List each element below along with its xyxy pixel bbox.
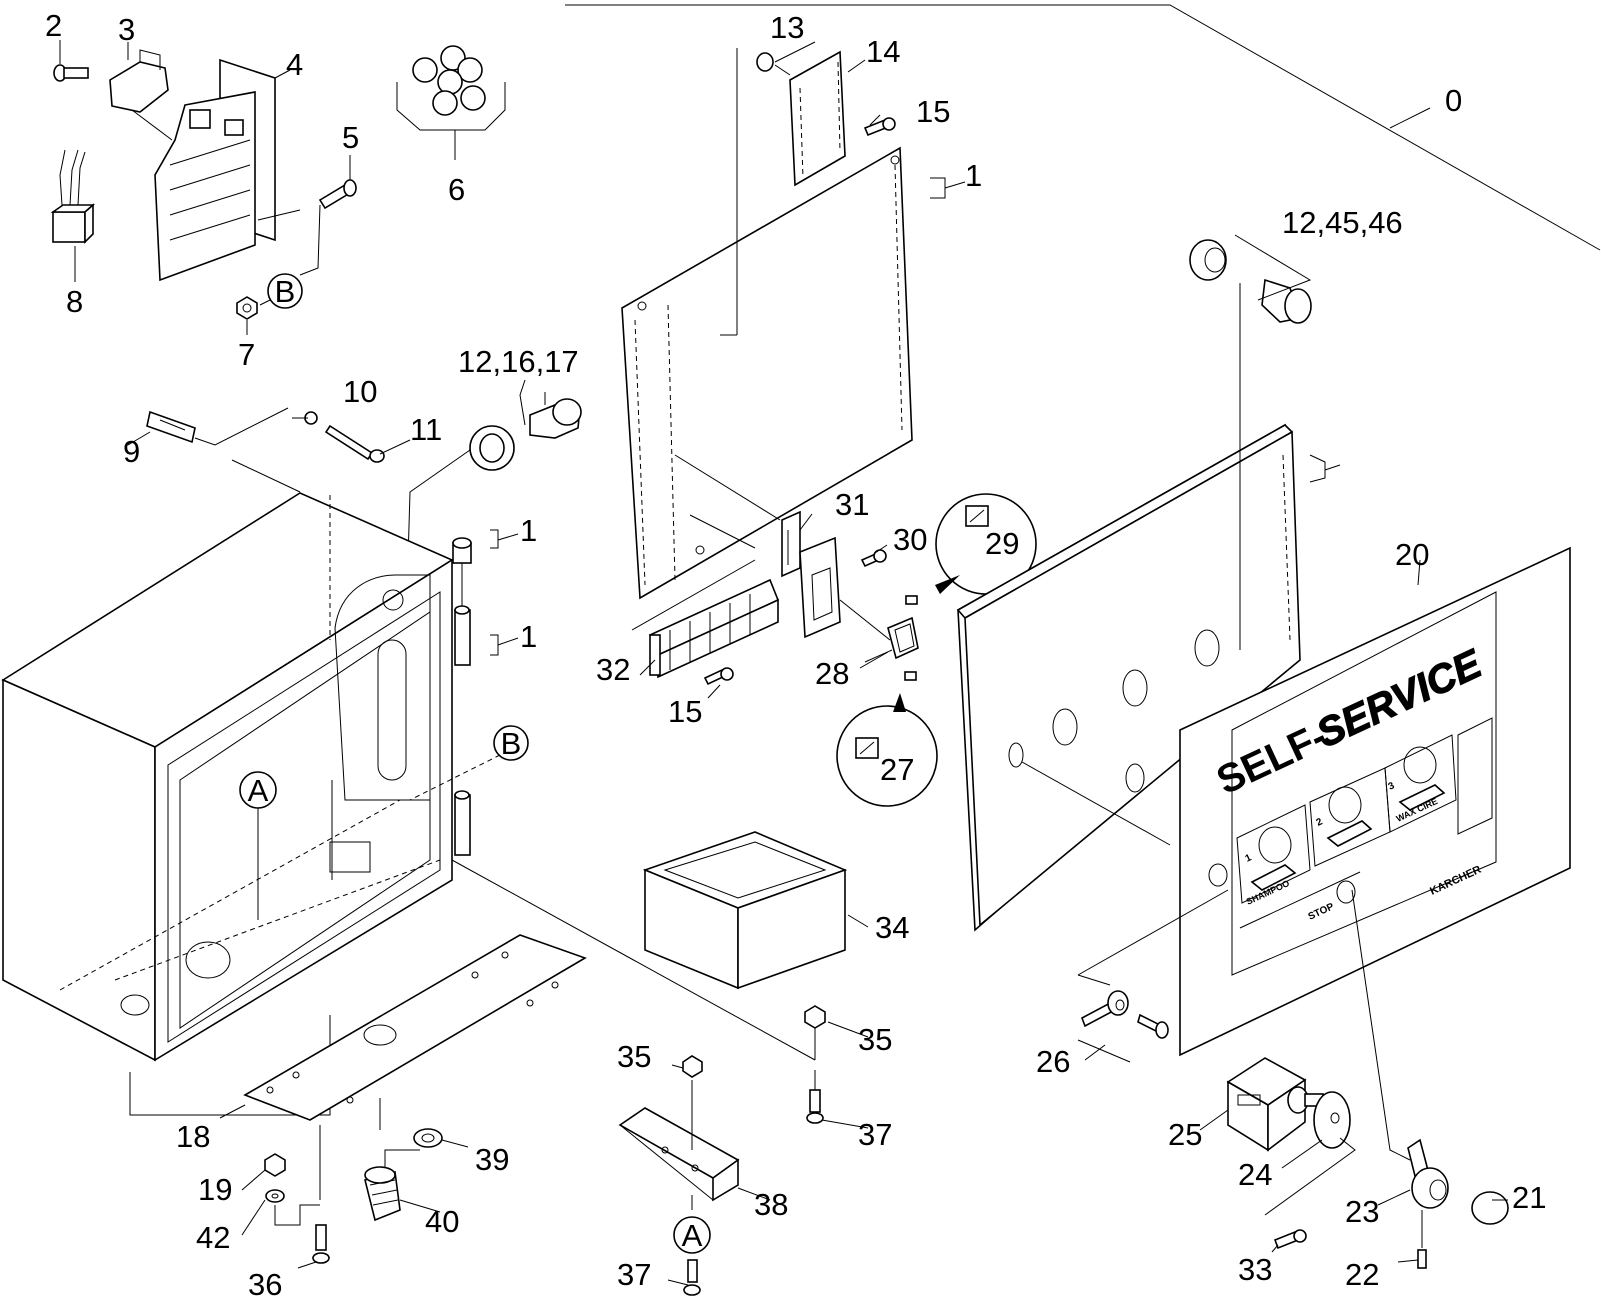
callout-10: 10 (343, 374, 377, 409)
reference-marker-a-box: A (239, 771, 277, 809)
callout-4: 4 (286, 47, 303, 82)
screw-5 (299, 155, 357, 276)
coin-mechanism-group: B (50, 40, 357, 335)
callout-12-45-46: 12,45,46 (1282, 205, 1403, 240)
callout-5: 5 (342, 120, 359, 155)
svg-text:1: 1 (1244, 852, 1254, 865)
callout-34: 34 (875, 910, 909, 945)
front-door (956, 423, 1341, 932)
callout-6: 6 (448, 172, 465, 207)
standoff-spacer (452, 529, 519, 856)
callout-25: 25 (1168, 1117, 1202, 1152)
callout-27: 27 (880, 752, 914, 787)
enclosure-housing (1, 492, 454, 1116)
callout-37-bottom: 37 (617, 1257, 651, 1292)
selector-knob-23 (1351, 889, 1509, 1269)
callout-42: 42 (196, 1220, 230, 1255)
fastener-35-37 (451, 859, 826, 1124)
callout-22: 22 (1345, 1257, 1379, 1292)
key-lock-26 (1077, 889, 1229, 1063)
base-plate-18 (219, 934, 587, 1200)
circuit-board (621, 48, 966, 600)
micro-switch-bracket-3 (109, 42, 173, 141)
reference-marker-b-box: B (409, 725, 529, 801)
board-holes-left (634, 304, 676, 586)
terminal-block-32 (631, 559, 780, 686)
detail-circle-29 (935, 493, 1037, 595)
callout-labels: 0 1 1 1 2 3 4 5 6 7 8 9 10 11 12,16,17 1… (45, 8, 1546, 1302)
leader-lines (127, 41, 1508, 1286)
mounting-bracket-38 (618, 1055, 740, 1296)
callout-1-board: 1 (965, 158, 982, 193)
callout-15-top: 15 (916, 94, 950, 129)
callout-1-standoff-top: 1 (520, 513, 537, 548)
callout-31: 31 (835, 487, 869, 522)
callout-37-right: 37 (858, 1117, 892, 1152)
reference-marker-a-bracket: A (673, 1216, 711, 1254)
callout-40: 40 (425, 1204, 459, 1239)
callout-2: 2 (45, 8, 62, 43)
mounting-plate-24 (1264, 1091, 1356, 1250)
rocker-switch-28 (839, 595, 919, 681)
callout-36: 36 (248, 1267, 282, 1302)
callout-11: 11 (410, 412, 442, 447)
switch-bracket-31 (781, 510, 887, 639)
callout-35-left: 35 (617, 1039, 651, 1074)
callout-19: 19 (198, 1172, 232, 1207)
callout-29: 29 (985, 526, 1019, 561)
callout-39: 39 (475, 1142, 509, 1177)
cable-gland-40 (364, 1128, 443, 1222)
callout-23: 23 (1345, 1194, 1379, 1229)
rotary-switch-25 (1226, 1057, 1324, 1152)
svg-text:B: B (275, 274, 296, 309)
coin-validator-4 (154, 58, 301, 282)
fastener-stack-19-42-36 (264, 1153, 330, 1264)
callout-18: 18 (176, 1119, 210, 1154)
svg-text:3: 3 (1387, 780, 1397, 793)
svg-text:2: 2 (1315, 816, 1325, 829)
detail-circle-27 (836, 693, 938, 807)
callout-7: 7 (238, 337, 255, 372)
callout-30: 30 (893, 522, 927, 557)
terminal-board-14 (756, 50, 896, 187)
front-label-20: SELF- SERVICE 1 2 3 SHAMPOO WAX CIRE STO… (1179, 546, 1571, 1057)
callout-13: 13 (770, 10, 804, 45)
callout-1-standoff-bottom: 1 (520, 619, 537, 654)
callout-14: 14 (866, 34, 900, 69)
callout-33: 33 (1238, 1252, 1272, 1287)
relay-8 (50, 149, 96, 282)
callout-38: 38 (754, 1187, 788, 1222)
callout-3: 3 (118, 12, 135, 47)
assembly-bracket-0 (565, 4, 1601, 251)
coins-6 (396, 45, 506, 160)
anchor-and-screw-group (146, 407, 385, 493)
callout-12-16-17: 12,16,17 (458, 344, 579, 379)
callout-26: 26 (1036, 1044, 1070, 1079)
tray-34 (642, 831, 848, 990)
callout-0: 0 (1445, 83, 1462, 118)
callout-20: 20 (1395, 537, 1429, 572)
callout-8: 8 (66, 284, 83, 319)
svg-text:A: A (248, 773, 269, 808)
push-button-12-45-46 (1189, 234, 1312, 650)
svg-text:A: A (682, 1218, 703, 1253)
callout-24: 24 (1238, 1157, 1272, 1192)
push-button-12-16-17 (407, 379, 582, 561)
nut-7 (236, 296, 271, 335)
callout-28: 28 (815, 656, 849, 691)
callout-9: 9 (123, 434, 140, 469)
reference-marker-b-top: B (267, 273, 303, 309)
callout-32: 32 (596, 652, 630, 687)
callout-35-right: 35 (858, 1022, 892, 1057)
screw-2 (53, 40, 89, 82)
callout-15-bottom: 15 (668, 694, 702, 729)
svg-text:B: B (501, 726, 522, 761)
callout-21: 21 (1512, 1180, 1546, 1215)
